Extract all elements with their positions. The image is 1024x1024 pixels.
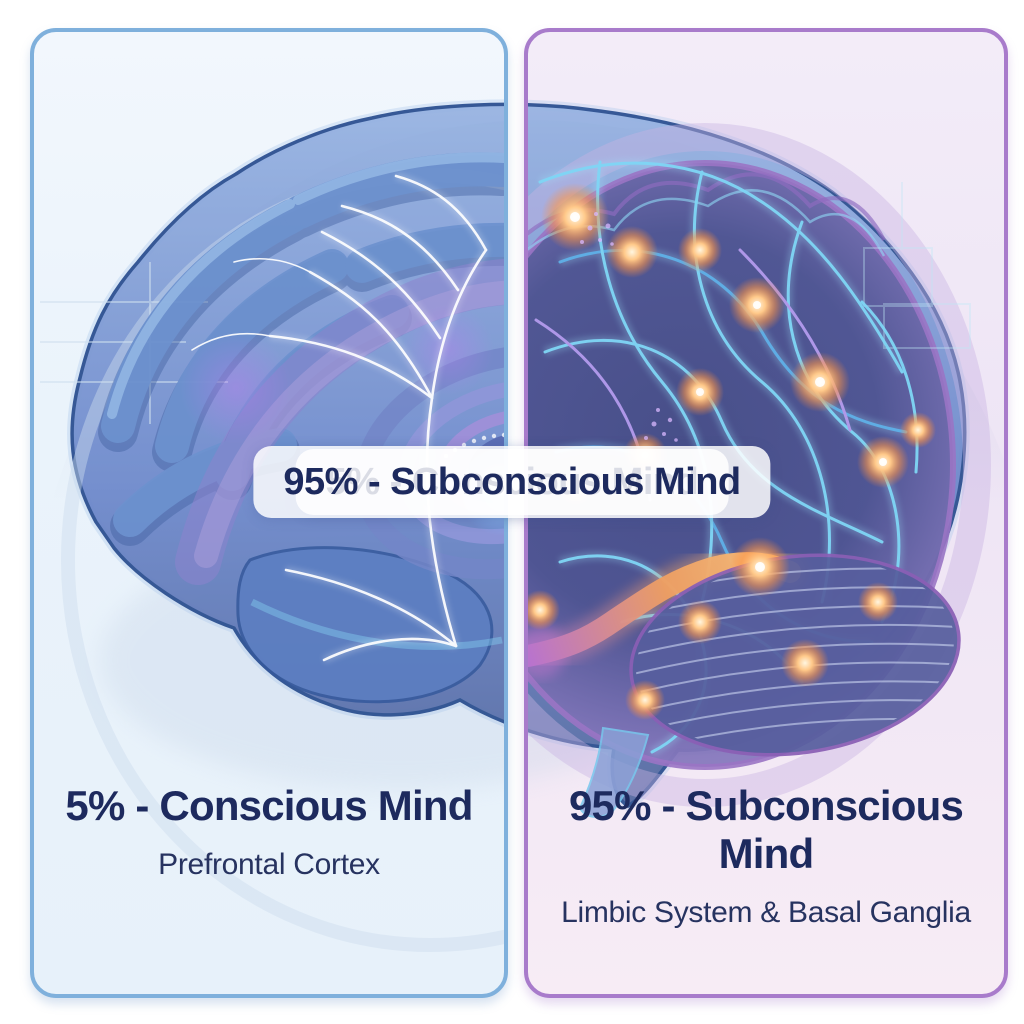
subconscious-banner: 95% - Subconscious Mind (253, 446, 771, 518)
subconscious-banner-label: 95% - Subconscious Mind (283, 460, 741, 503)
subconscious-subtitle: Limbic System & Basal Ganglia (561, 896, 971, 929)
conscious-title: 5% - Conscious Mind (65, 782, 473, 829)
subconscious-caption: 95% - Subconscious Mind Limbic System & … (524, 782, 1008, 930)
conscious-subtitle: Prefrontal Cortex (158, 848, 380, 881)
subconscious-title: 95% - Subconscious Mind (568, 782, 964, 877)
conscious-caption: 5% - Conscious Mind Prefrontal Cortex (30, 782, 508, 882)
